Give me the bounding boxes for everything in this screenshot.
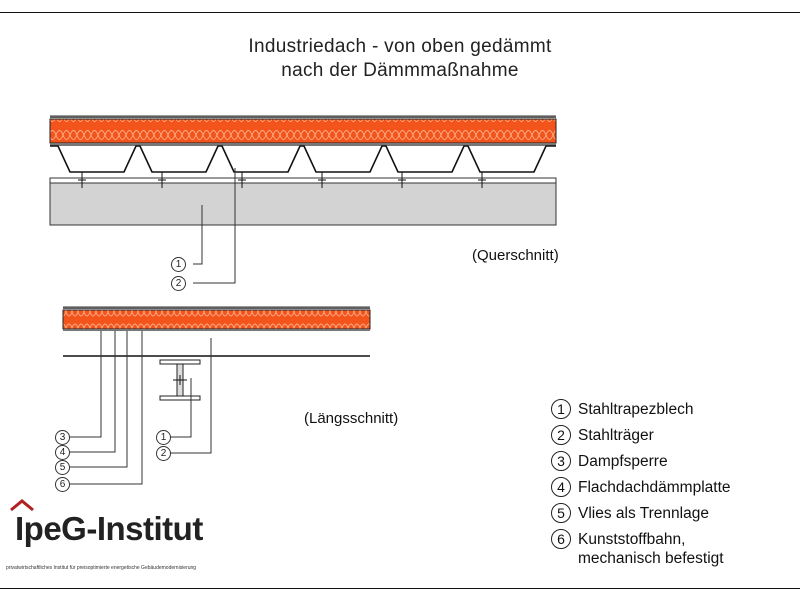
- legend-label: Stahlträger: [578, 427, 654, 444]
- logo-roof-caret-icon: [10, 499, 34, 512]
- logo-subtitle: privatwirtschaftliches Institut für prei…: [6, 565, 197, 571]
- legend-item: 2 Stahlträger: [551, 424, 791, 450]
- logo-name: IpeG-Institut: [15, 510, 203, 547]
- legend-label: Vlies als Trennlage: [578, 505, 709, 522]
- longitudinal-section: [62, 306, 371, 485]
- legend-number: 2: [551, 425, 571, 445]
- cross-section: [49, 115, 557, 284]
- legend-number: 5: [551, 503, 571, 523]
- longitudinal-section-label: (Längsschnitt): [304, 410, 399, 427]
- callout-long-1: 1: [156, 430, 171, 445]
- legend-label: Stahltrapezblech: [578, 401, 694, 418]
- frame-top-line: [0, 12, 800, 13]
- legend-item: 5 Vlies als Trennlage: [551, 502, 791, 528]
- beam-web: [49, 182, 557, 226]
- callout-long-4: 4: [55, 445, 70, 460]
- insulation-layer: [49, 118, 557, 144]
- legend-number: 6: [551, 529, 571, 549]
- ipeg-logo: IpeG-Institut privatwirtschaftliches Ins…: [4, 498, 324, 598]
- callout-long-5: 5: [55, 460, 70, 475]
- vapor-barrier-layer: [50, 143, 556, 146]
- legend-item: 6 Kunststoffbahn, mechanisch befestigt: [551, 528, 791, 572]
- callout-long-6: 6: [55, 477, 70, 492]
- callout-long-2: 2: [156, 446, 171, 461]
- legend-number: 4: [551, 477, 571, 497]
- legend-label: Dampfsperre: [578, 453, 668, 470]
- legend-label: Kunststoffbahn, mechanisch befestigt: [578, 531, 724, 567]
- legend-label: Flachdachdämmplatte: [578, 479, 731, 496]
- callout-cross-1: 1: [171, 257, 186, 272]
- trapezoidal-sheet: [50, 145, 556, 173]
- legend-number: 3: [551, 451, 571, 471]
- legend-item: 4 Flachdachdämmplatte: [551, 476, 791, 502]
- diagram-title-line-2: nach der Dämmmaßnahme: [281, 60, 519, 81]
- legend-item: 3 Dampfsperre: [551, 450, 791, 476]
- diagram-title-line-1: Industriedach - von oben gedämmt: [248, 36, 552, 57]
- legend-number: 1: [551, 399, 571, 419]
- i-beam: [159, 359, 201, 401]
- frame-bottom-line: [0, 588, 800, 589]
- callout-cross-2: 2: [171, 276, 186, 291]
- legend-item: 1 Stahltrapezblech: [551, 398, 791, 424]
- insulation-layer-long: [62, 309, 371, 330]
- cross-section-label: (Querschnitt): [472, 247, 559, 264]
- callout-long-3: 3: [55, 430, 70, 445]
- legend: 1 Stahltrapezblech 2 Stahlträger 3 Dampf…: [551, 398, 791, 572]
